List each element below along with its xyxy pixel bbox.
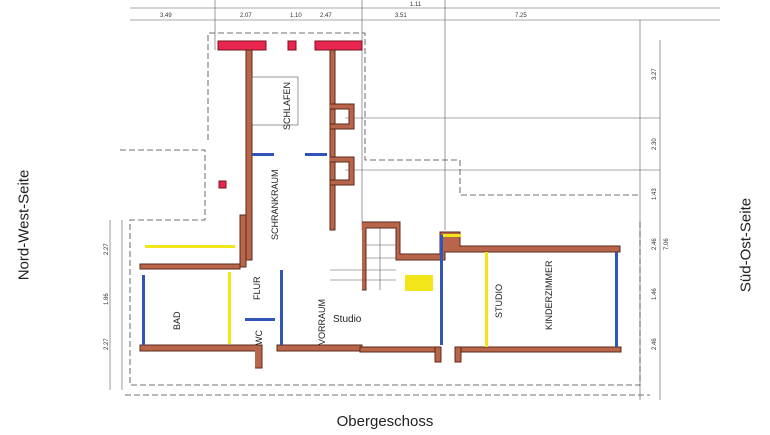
svg-text:2.27: 2.27 (104, 338, 110, 350)
svg-text:1.10: 1.10 (290, 13, 302, 19)
svg-text:2.07: 2.07 (240, 13, 252, 19)
room-schrankraum: SCHRANKRAUM (270, 169, 280, 240)
svg-text:3.49: 3.49 (160, 13, 172, 19)
svg-text:2.46: 2.46 (652, 238, 658, 250)
room-bad: BAD (172, 311, 182, 330)
floor-title: Obergeschoss (336, 413, 434, 430)
room-studio-label: Studio (333, 314, 362, 325)
room-kinderzimmer: KINDERZIMMER (544, 260, 554, 330)
svg-text:2.47: 2.47 (320, 13, 332, 19)
lower-wing (139, 214, 622, 369)
svg-text:7.06: 7.06 (664, 238, 670, 250)
room-vorraum: VORRAUM (317, 299, 327, 345)
dimension-lines (109, 0, 720, 400)
room-wc: WC (254, 330, 264, 345)
svg-text:2.30: 2.30 (652, 138, 658, 150)
roof-outline (120, 32, 650, 396)
chimney (218, 180, 227, 189)
svg-text:2.27: 2.27 (104, 243, 110, 255)
svg-text:1.46: 1.46 (652, 288, 658, 300)
svg-text:1.11: 1.11 (410, 2, 422, 8)
svg-text:1.43: 1.43 (652, 188, 658, 200)
svg-text:1.86: 1.86 (104, 293, 110, 305)
svg-text:2.46: 2.46 (652, 338, 658, 350)
room-schlafen: SCHLAFEN (282, 82, 292, 130)
chimney (314, 40, 363, 51)
chimney (217, 40, 267, 51)
room-labels: SCHLAFEN SCHRANKRAUM BAD FLUR WC VORRAUM… (172, 82, 554, 345)
svg-text:3.27: 3.27 (652, 68, 658, 80)
room-flur: FLUR (252, 276, 262, 300)
chimney (287, 40, 297, 51)
north-west-side-label: Nord-West-Seite (15, 169, 33, 281)
room-studio: STUDIO (494, 284, 504, 318)
dimension-texts: 3.49 2.07 1.10 2.47 3.51 1.11 7.25 3.27 … (104, 2, 670, 350)
svg-text:3.51: 3.51 (395, 13, 407, 19)
upper-wing (217, 40, 363, 261)
south-east-side-label: Süd-Ost-Seite (737, 197, 755, 293)
svg-text:7.25: 7.25 (515, 13, 527, 19)
